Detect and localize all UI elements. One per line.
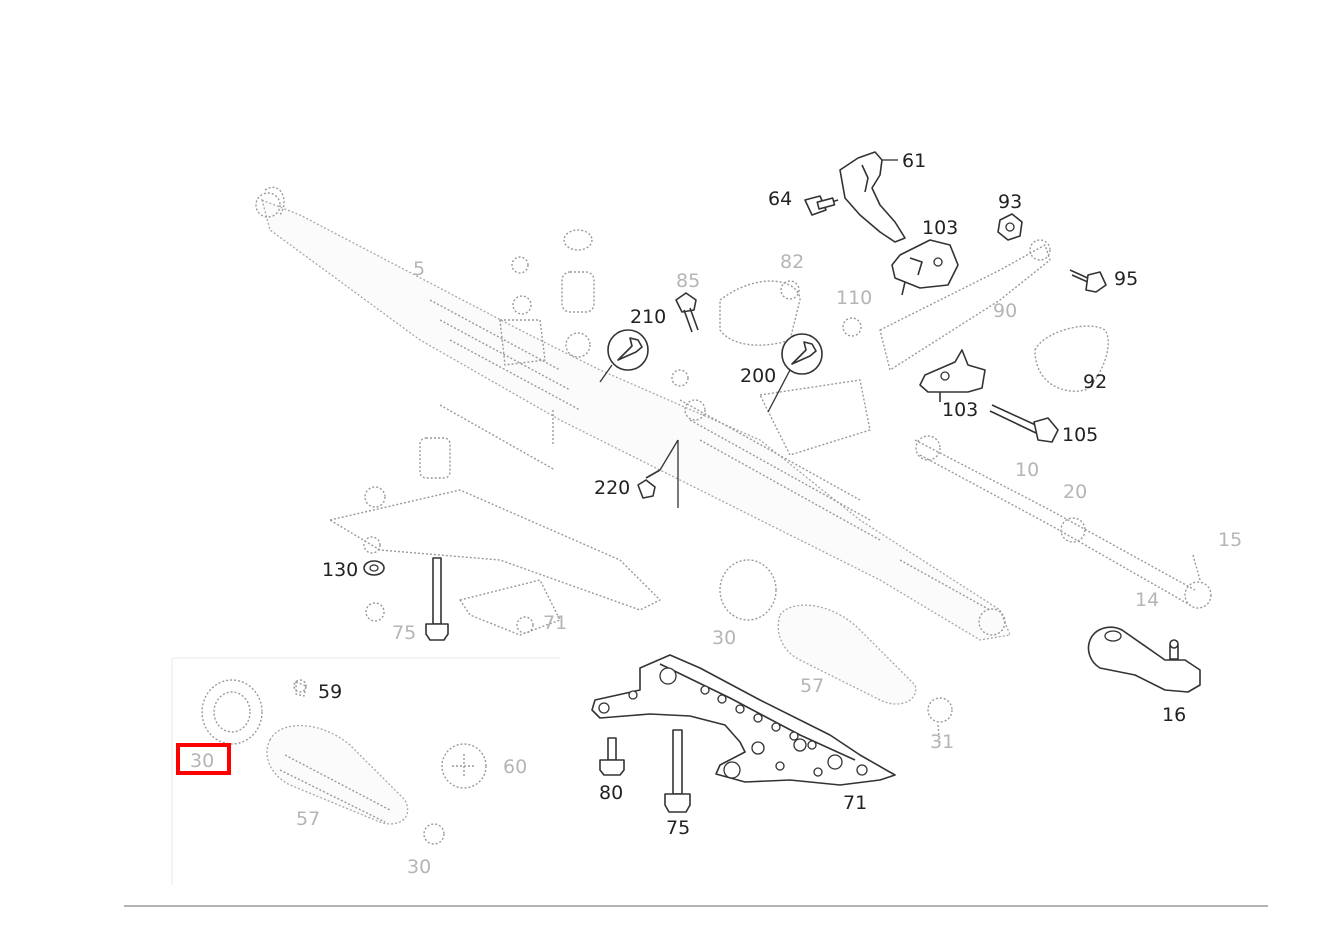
part-75-bolt-left[interactable]	[425, 557, 449, 641]
label-57-middle[interactable]: 57	[800, 675, 824, 697]
label-59[interactable]: 59	[318, 681, 342, 703]
part-95-bolt[interactable]	[1069, 269, 1107, 293]
part-130-washer[interactable]	[363, 560, 385, 576]
label-30-highlighted[interactable]: 30	[190, 750, 214, 772]
part-71-crossmember[interactable]	[591, 654, 896, 786]
tie-rod-right-faded	[914, 435, 1212, 609]
label-71-center[interactable]: 71	[843, 792, 867, 814]
valve-housing-faded	[499, 229, 871, 456]
label-82[interactable]: 82	[780, 251, 804, 273]
bellows-faded	[719, 559, 953, 746]
pump-faded	[879, 239, 1109, 392]
label-30-middle[interactable]: 30	[712, 627, 736, 649]
part-59-clip[interactable]	[295, 681, 307, 697]
label-93[interactable]: 93	[998, 191, 1022, 213]
label-61[interactable]: 61	[902, 150, 926, 172]
label-14[interactable]: 14	[1135, 589, 1159, 611]
label-64[interactable]: 64	[768, 188, 792, 210]
steering-rack-faded	[255, 186, 1011, 641]
part-103-mount-upper[interactable]	[891, 239, 959, 296]
label-92[interactable]: 92	[1083, 371, 1107, 393]
part-220-fitting[interactable]	[637, 439, 679, 508]
highlight-box	[176, 743, 231, 775]
part-105-bolt[interactable]	[989, 404, 1059, 443]
label-110[interactable]: 110	[836, 287, 872, 309]
label-75-center[interactable]: 75	[666, 817, 690, 839]
label-210[interactable]: 210	[630, 306, 666, 328]
label-20[interactable]: 20	[1063, 481, 1087, 503]
part-64-bolt[interactable]	[804, 195, 839, 216]
label-220[interactable]: 220	[594, 477, 630, 499]
label-31[interactable]: 31	[930, 731, 954, 753]
label-200[interactable]: 200	[740, 365, 776, 387]
part-80-bolt[interactable]	[599, 737, 625, 776]
label-71-left[interactable]: 71	[543, 612, 567, 634]
label-30-inset-bottom[interactable]: 30	[407, 856, 431, 878]
part-75-bolt-center[interactable]	[664, 729, 691, 813]
part-16-tie-rod-end[interactable]	[1087, 626, 1201, 693]
left-mount-faded	[329, 437, 661, 636]
label-10[interactable]: 10	[1015, 459, 1039, 481]
part-93-nut[interactable]	[997, 213, 1023, 241]
label-80[interactable]: 80	[599, 782, 623, 804]
label-90[interactable]: 90	[993, 300, 1017, 322]
part-103-mount-lower[interactable]	[919, 349, 986, 402]
torque-wrench-icon-200	[767, 333, 823, 413]
label-130[interactable]: 130	[322, 559, 358, 581]
label-5[interactable]: 5	[413, 258, 425, 280]
label-75-left[interactable]: 75	[392, 622, 416, 644]
label-103-lower[interactable]: 103	[942, 399, 978, 421]
label-57-inset[interactable]: 57	[296, 808, 320, 830]
label-16[interactable]: 16	[1162, 704, 1186, 726]
label-85[interactable]: 85	[676, 270, 700, 292]
torque-wrench-icon-210	[599, 329, 649, 383]
label-95[interactable]: 95	[1114, 268, 1138, 290]
label-15[interactable]: 15	[1218, 529, 1242, 551]
part-61-bracket[interactable]	[839, 151, 906, 243]
label-103-upper[interactable]: 103	[922, 217, 958, 239]
label-105[interactable]: 105	[1062, 424, 1098, 446]
label-60[interactable]: 60	[503, 756, 527, 778]
part-210-bolt[interactable]	[675, 292, 699, 333]
inset-parts-faded	[201, 679, 487, 845]
